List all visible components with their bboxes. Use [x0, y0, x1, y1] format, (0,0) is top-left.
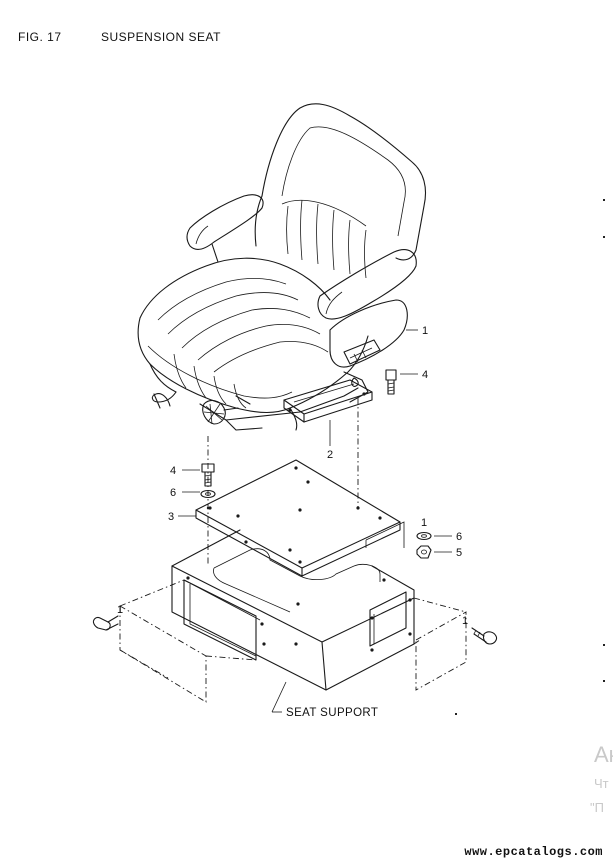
callout-2: 2	[327, 449, 333, 461]
callout-6-right: 6	[456, 531, 462, 543]
margin-mark	[603, 236, 605, 238]
callout-6-left: 6	[170, 487, 176, 499]
callout-1-washer: 1	[421, 517, 427, 529]
mounting-plate	[195, 459, 401, 577]
callout-5: 5	[456, 547, 462, 559]
site-url: www.epcatalogs.com	[464, 845, 603, 859]
watermark-line-1: Ак	[594, 742, 613, 767]
right-side-cover	[413, 597, 467, 691]
callout-1-left-cover: 1	[117, 604, 123, 616]
left-side-bolt	[92, 615, 119, 631]
right-side-bolt	[471, 627, 498, 645]
figure-number: FIG. 17	[18, 30, 62, 44]
callout-1: 1	[422, 325, 428, 337]
margin-mark	[603, 680, 605, 682]
margin-mark	[603, 199, 605, 201]
margin-mark	[455, 713, 457, 715]
margin-mark	[603, 644, 605, 646]
callout-leaders	[178, 329, 452, 713]
callout-4-lower: 4	[170, 465, 176, 477]
left-side-cover	[119, 579, 257, 703]
washer-and-nut-right	[416, 531, 432, 559]
figure-title: SUSPENSION SEAT	[101, 30, 221, 44]
seat-support-label: SEAT SUPPORT	[286, 707, 378, 719]
callout-3: 3	[168, 511, 174, 523]
watermark-line-3: "П	[590, 800, 604, 815]
bolt-and-washer-left	[200, 463, 216, 510]
suspension-seat-drawing	[137, 103, 427, 431]
callout-4-upper: 4	[422, 369, 428, 381]
seat-support-frame	[171, 529, 415, 691]
callout-numbers: 1 2 3 4 4 5 6 6 1 1 1 SEAT SUPPORT	[117, 325, 468, 719]
watermark-line-2: Чт	[594, 776, 609, 791]
callout-1-right-cover: 1	[462, 615, 468, 627]
